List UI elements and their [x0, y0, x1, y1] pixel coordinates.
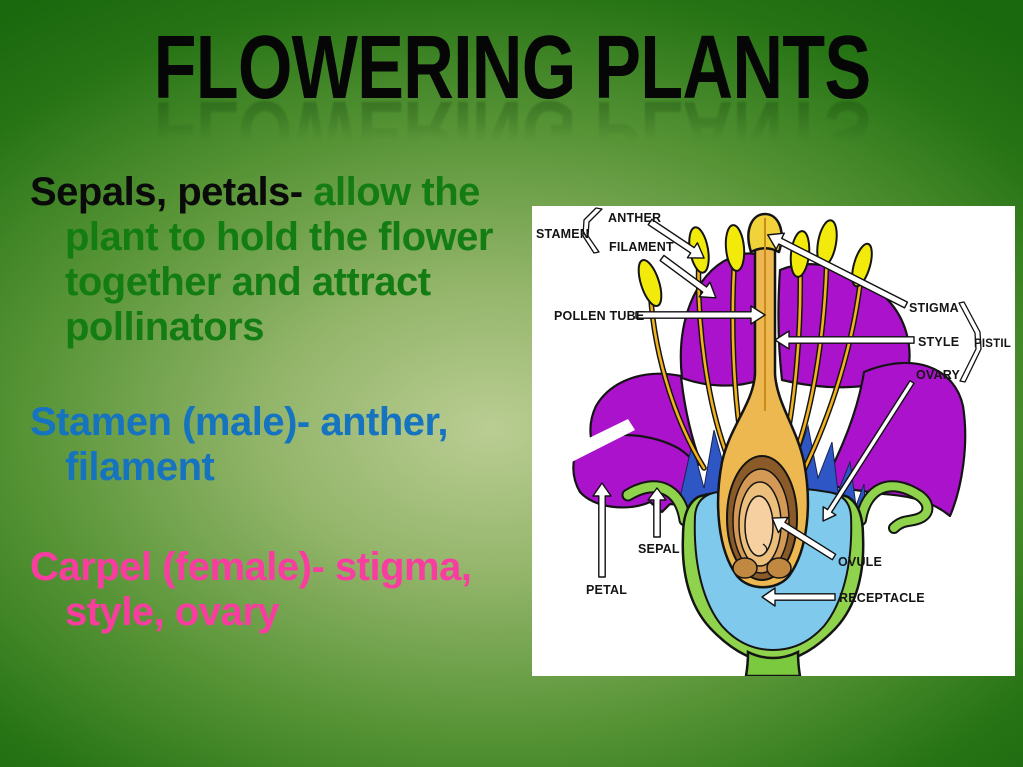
ovule-label: OVULE	[838, 555, 882, 569]
petal-arrow	[592, 482, 612, 578]
pistil-label: PISTIL	[974, 338, 1011, 350]
diagram-labels: STAMEN ANTHER FILAMENT POLLEN TUBE STIGM…	[536, 211, 1011, 605]
style-label: STYLE	[918, 335, 959, 349]
receptacle-arrow	[761, 587, 836, 607]
style-arrow	[774, 330, 915, 350]
slide-title: FLOWERING PLANTS	[153, 18, 871, 118]
filament-arrow	[659, 254, 717, 299]
stem	[744, 649, 802, 678]
filament-strand	[792, 244, 829, 460]
stamen-label: STAMEN	[536, 227, 589, 241]
ovary-label: OVARY	[916, 368, 961, 382]
filament-strand	[802, 266, 864, 472]
petal-label: PETAL	[586, 583, 627, 597]
bullet-lead: Carpel (female)-	[30, 545, 325, 589]
callout-arrows	[592, 218, 915, 607]
pistil-structure	[716, 212, 810, 589]
anther-arrow	[647, 218, 705, 259]
pollen-tube-arrow	[635, 305, 766, 325]
bullet-rest: anther, filament	[65, 400, 449, 489]
bullet-rest: allow the plant to hold the flower toget…	[65, 170, 493, 349]
bullet-lead: Stamen (male)-	[30, 400, 310, 444]
bullet-rest: stigma, style, ovary	[65, 545, 472, 634]
stigma-label: STIGMA	[909, 301, 959, 315]
ovary-lobe-left	[732, 557, 758, 579]
bullet-carpel: Carpel (female)- stigma, style, ovary	[30, 545, 570, 635]
ovule-center	[744, 495, 774, 557]
ovule-swirl	[762, 543, 768, 555]
bullet-sepals-petals: Sepals, petals- allow the plant to hold …	[30, 170, 570, 350]
ovule-arrow	[771, 516, 837, 561]
petal-gap-highlight	[544, 419, 635, 472]
flower-anatomy-diagram: STAMEN ANTHER FILAMENT POLLEN TUBE STIGM…	[532, 206, 1015, 678]
pollen-tube-label: POLLEN TUBE	[554, 309, 644, 323]
stamen-bracket	[582, 207, 603, 254]
bullet-lead: Sepals, petals-	[30, 170, 303, 214]
anther-label: ANTHER	[608, 211, 661, 225]
anther-shape	[851, 242, 873, 288]
ovary-lobe-right	[766, 557, 792, 579]
sepal-label: SEPAL	[638, 542, 680, 556]
anther-shape	[724, 224, 746, 272]
receptacle-label: RECEPTACLE	[839, 591, 925, 605]
anthers	[637, 219, 873, 307]
anther-shape	[637, 259, 663, 307]
flower-anatomy-svg: STAMEN ANTHER FILAMENT POLLEN TUBE STIGM…	[536, 207, 1011, 678]
sepal-arrow	[647, 487, 667, 538]
filaments	[647, 243, 865, 473]
stigma-arrow	[767, 232, 909, 309]
filament-strand	[648, 281, 706, 470]
bullet-stamen: Stamen (male)- anther, filament	[30, 400, 570, 490]
filament-label: FILAMENT	[609, 240, 674, 254]
ovary-arrow	[822, 380, 915, 522]
pistil-bracket	[958, 301, 982, 383]
